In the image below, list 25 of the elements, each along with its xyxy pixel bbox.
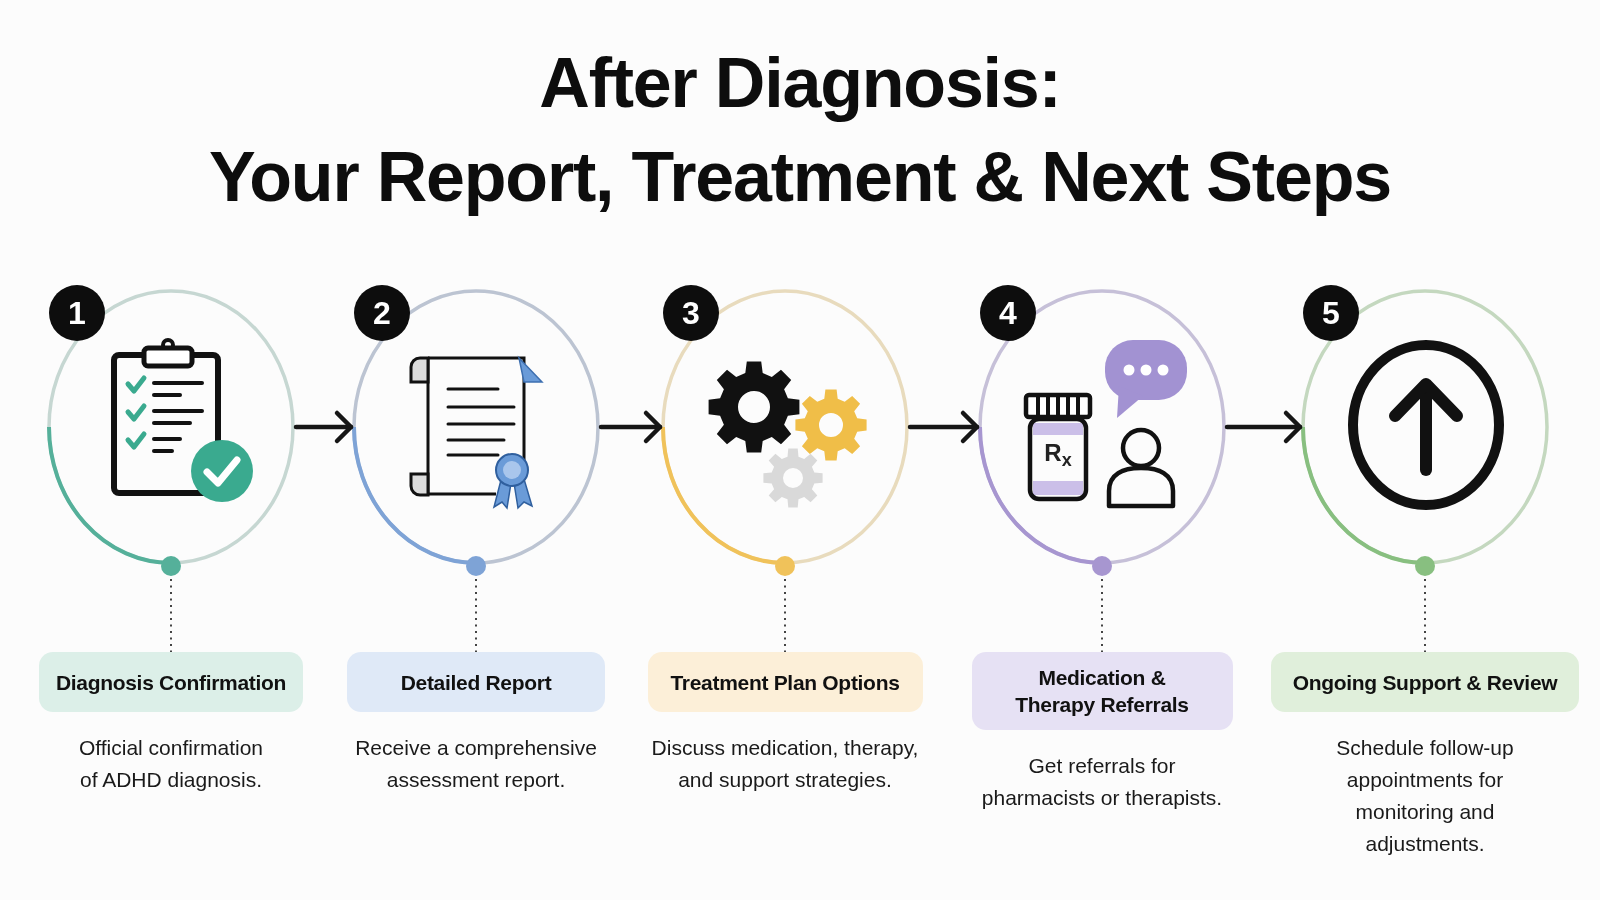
dotted-connector [1092,556,1112,653]
prescription-symbol: R$_{x}$ [1044,440,1072,472]
step-description: Receive a comprehensive assessment report. [354,735,598,793]
step-description: Discuss medication, therapy, and support strategies. [650,735,920,793]
step-label: Diagnosis Confirmation [39,652,303,712]
step-description: Official confirmation of ADHD diagnosis. [78,735,264,793]
step-description: Get referrals for pharmacists or therapists. [980,753,1224,811]
step-label: Detailed Report [347,652,605,712]
arrow [907,410,980,444]
dotted-connector [161,556,181,653]
step-label: Ongoing Support & Review [1271,652,1579,712]
dotted-connector [775,556,795,653]
step-label: Treatment Plan Options [647,652,923,712]
step-number-badge: 5 [1303,285,1359,341]
arrow [598,410,663,444]
step-number-badge: 1 [49,285,105,341]
dotted-connector [466,556,486,653]
dotted-connector [1415,556,1435,653]
step-label: Medication & Therapy Referrals [971,652,1233,730]
arrow [1224,410,1303,444]
step-number-badge: 3 [663,285,719,341]
title: After Diagnosis: Your Report, Treatment & Next Steps [208,43,1392,218]
step-description: Schedule follow-up appointments for monitoring and adjustments. [1335,735,1515,857]
step-number-badge: 2 [354,285,410,341]
step-number-badge: 4 [980,285,1036,341]
